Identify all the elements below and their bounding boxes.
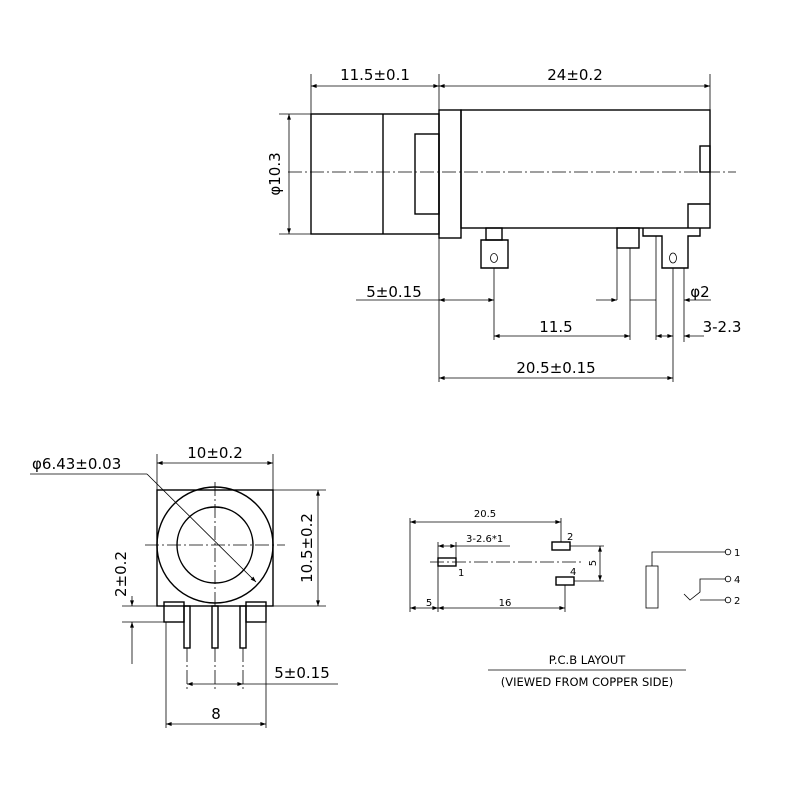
pcb-dim-mid: 16	[499, 598, 512, 609]
dim-width: 10±0.2	[187, 444, 243, 462]
dim-pin-height: 2±0.2	[112, 551, 130, 597]
terminal-2	[724, 596, 732, 604]
pcb-dim-left: 5	[426, 598, 432, 609]
jack-body	[460, 109, 711, 229]
lead-left	[183, 605, 191, 649]
pcb-dim-vert: 5	[588, 560, 599, 566]
pcb-dim-total: 20.5	[474, 509, 496, 520]
jack-cap	[310, 113, 440, 235]
schematic-label-1: 1	[734, 548, 740, 559]
dim-hole: φ2	[690, 283, 709, 301]
dim-pin-spacing: 11.5	[539, 318, 572, 336]
schematic-label-2: 2	[734, 596, 740, 607]
terminal-4	[724, 575, 732, 583]
pcb-layout: 20.5 3-2.6*1 5 16 5 1 2 4 P.C.B LAYOUT (…	[409, 509, 686, 689]
dim-body-length: 24±0.2	[547, 66, 603, 84]
lead-right	[239, 605, 247, 649]
terminal-1	[724, 548, 732, 556]
pad-label-2: 2	[567, 532, 573, 543]
dim-slot: 3-2.3	[703, 318, 742, 336]
dim-base: 8	[211, 705, 221, 723]
pad-label-1: 1	[458, 568, 464, 579]
dim-cap-length: 11.5±0.1	[340, 66, 410, 84]
lead-center	[211, 605, 219, 649]
dim-pin-pitch: 5±0.15	[274, 664, 330, 682]
pad-2	[551, 541, 571, 551]
jack-schematic: 1 4 2	[645, 548, 740, 609]
dim-pin-offset: 5±0.15	[366, 283, 422, 301]
dim-height: 10.5±0.2	[298, 513, 316, 583]
schematic-sleeve	[645, 565, 659, 609]
jack-flange	[438, 109, 462, 239]
side-view: 11.5±0.1 24±0.2 φ10.3 5±0.15 11.5 φ2 3-2…	[266, 66, 741, 382]
pcb-dim-pad: 3-2.6*1	[466, 534, 503, 545]
dim-hole-diameter: φ6.43±0.03	[32, 455, 121, 473]
pad-label-4: 4	[570, 567, 576, 578]
pcb-title: P.C.B LAYOUT	[549, 653, 627, 667]
dim-diameter: φ10.3	[266, 152, 284, 195]
dim-overall: 20.5±0.15	[516, 359, 595, 377]
pin-middle	[616, 227, 640, 249]
pin-left	[485, 227, 503, 241]
pad-4	[555, 576, 575, 586]
front-view: φ6.43±0.03 10±0.2 10.5±0.2 2±0.2 5±0.15 …	[30, 444, 338, 728]
pcb-subtitle: (VIEWED FROM COPPER SIDE)	[501, 675, 674, 689]
schematic-label-4: 4	[734, 575, 740, 586]
